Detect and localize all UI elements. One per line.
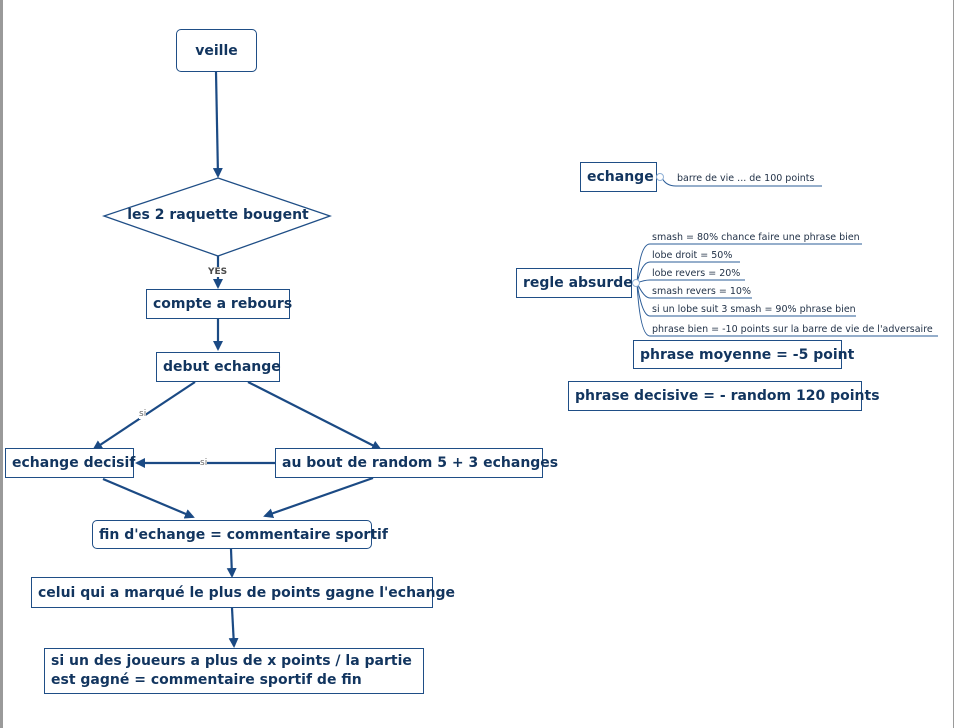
regle-branch-1 [636, 261, 740, 284]
node-compte-a-rebours[interactable]: compte a rebours [146, 289, 293, 319]
topic-phrase-decisive[interactable]: phrase decisive = - random 120 points [568, 381, 880, 411]
regle-branch-2 [636, 279, 745, 284]
node-celui-qui[interactable]: celui qui a marqué le plus de points gag… [31, 577, 455, 608]
arrow-fin-to-celui [226, 548, 237, 578]
node-echange-decisif-label: echange decisif [12, 455, 136, 471]
topic-regle-absurde[interactable]: regle absurde [516, 268, 633, 298]
regle-child-3: smash revers = 10% [652, 286, 751, 297]
node-si-un-label: si un des joueurs a plus de x points / l… [51, 653, 412, 688]
regle-child-5: phrase bien = -10 points sur la barre de… [652, 324, 933, 335]
edge-label-yes: YES [208, 267, 228, 277]
arrow-echange-decisif-to-fin [102, 477, 195, 519]
arrow-celui-to-si-un [228, 607, 239, 648]
node-veille-label: veille [195, 42, 238, 59]
node-echange-decisif[interactable]: echange decisif [5, 448, 136, 478]
node-au-bout-label: au bout de random 5 + 3 echanges [282, 455, 559, 471]
node-compte-label: compte a rebours [153, 296, 293, 312]
node-fin-echange[interactable]: fin d'echange = commentaire sportif [92, 520, 388, 549]
topic-echange-label: echange [587, 169, 654, 185]
node-debut-echange[interactable]: debut echange [156, 352, 281, 382]
regle-branch-5 [636, 282, 938, 337]
topic-phrase-decisive-label: phrase decisive = - random 120 points [575, 388, 880, 404]
node-veille[interactable]: veille [176, 29, 257, 72]
decision-diamond [101, 177, 332, 257]
regle-branch-0 [636, 243, 862, 284]
decision-raquettes-label: les 2 raquette bougent [127, 207, 309, 223]
topic-regle-label: regle absurde [523, 275, 633, 291]
edge-label-si-mid: si [200, 458, 208, 468]
window-frame-left [0, 0, 3, 728]
topic-phrase-moyenne[interactable]: phrase moyenne = -5 point [633, 340, 854, 369]
topic-phrase-moyenne-label: phrase moyenne = -5 point [640, 346, 855, 363]
regle-child-2: lobe revers = 20% [652, 268, 741, 279]
edge-label-si-left: si [139, 409, 147, 419]
node-au-bout[interactable]: au bout de random 5 + 3 echanges [275, 448, 558, 478]
echange-collapse-dot[interactable] [656, 173, 664, 181]
arrow-veille-to-raquettes [212, 71, 223, 178]
node-celui-label: celui qui a marqué le plus de points gag… [38, 584, 455, 601]
regle-collapse-dot[interactable] [632, 279, 640, 287]
arrow-au-bout-to-fin [263, 476, 374, 519]
regle-child-1: lobe droit = 50% [652, 250, 733, 261]
arrow-debut-to-au-bout [247, 381, 382, 450]
regle-branch-4 [636, 282, 856, 317]
regle-child-0: smash = 80% chance faire une phrase bien [652, 232, 860, 243]
regle-child-4: si un lobe suit 3 smash = 90% phrase bie… [652, 304, 856, 315]
node-fin-echange-label: fin d'echange = commentaire sportif [99, 526, 388, 543]
topic-echange[interactable]: echange [580, 162, 657, 192]
echange-child-barre-de-vie: barre de vie ... de 100 points [677, 173, 815, 184]
node-debut-label: debut echange [163, 359, 281, 375]
node-si-un-des-joueurs[interactable]: si un des joueurs a plus de x points / l… [44, 648, 424, 694]
